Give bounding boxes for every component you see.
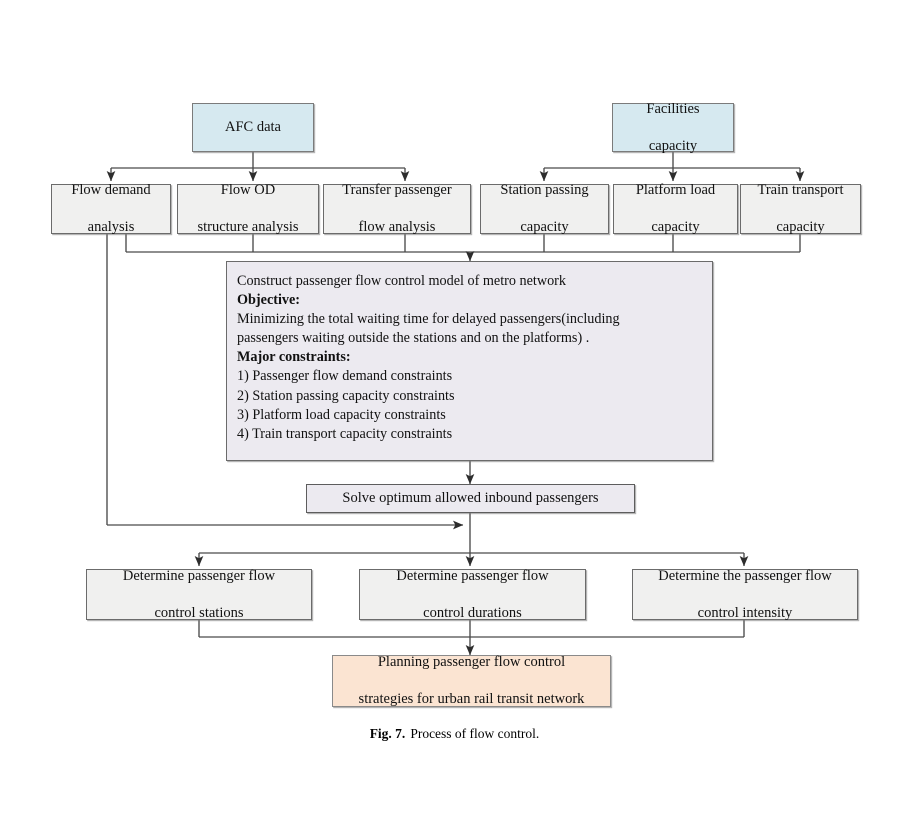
node-platform-load-capacity-line2: capacity	[651, 219, 700, 236]
node-transfer-passenger-flow-analysis[interactable]: Transfer passenger flow analysis	[323, 182, 471, 236]
node-train-transport-capacity-line1: Train transport	[757, 182, 844, 199]
node-station-passing-capacity-line1: Station passing	[500, 182, 589, 199]
node-station-passing-capacity-line2: capacity	[520, 219, 569, 236]
node-transfer-passenger-flow-analysis-line2: flow analysis	[358, 219, 436, 236]
node-flow-od-structure-analysis[interactable]: Flow OD structure analysis	[177, 182, 319, 236]
node-facilities-capacity-label: Facilities capacity	[636, 100, 709, 156]
node-determine-control-stations[interactable]: Determine passenger flow control station…	[86, 567, 312, 621]
model-constraints-label: Major constraints:	[237, 349, 351, 366]
figure-caption: Fig. 7. Process of flow control.	[0, 726, 909, 742]
node-afc-data-label: AFC data	[225, 119, 281, 136]
node-planning-strategies[interactable]: Planning passenger flow control strategi…	[332, 654, 611, 708]
figure-number: Fig. 7.	[369, 726, 406, 741]
node-flow-od-structure-analysis-line1: Flow OD	[220, 182, 276, 199]
node-train-transport-capacity[interactable]: Train transport capacity	[740, 182, 861, 236]
node-afc-data[interactable]: AFC data	[192, 103, 314, 152]
node-determine-control-durations[interactable]: Determine passenger flow control duratio…	[359, 567, 586, 621]
node-solve-optimum[interactable]: Solve optimum allowed inbound passengers	[306, 484, 635, 513]
node-train-transport-capacity-line2: capacity	[776, 219, 825, 236]
node-planning-strategies-line1: Planning passenger flow control	[377, 654, 566, 671]
model-header: Construct passenger flow control model o…	[237, 273, 566, 289]
node-determine-control-stations-line1: Determine passenger flow	[122, 567, 276, 584]
node-model-construct[interactable]: Construct passenger flow control model o…	[226, 261, 713, 461]
node-transfer-passenger-flow-analysis-line1: Transfer passenger	[342, 182, 452, 199]
node-determine-control-durations-line2: control durations	[423, 604, 522, 621]
node-platform-load-capacity-line1: Platform load	[635, 182, 716, 199]
model-constraint-1: 1) Passenger flow demand constraints	[237, 368, 453, 385]
node-determine-control-durations-line1: Determine passenger flow	[396, 567, 549, 584]
node-platform-load-capacity[interactable]: Platform load capacity	[613, 182, 738, 236]
model-objective-line1: Minimizing the total waiting time for de…	[237, 311, 620, 328]
node-determine-control-stations-line2: control stations	[154, 604, 244, 621]
model-objective-label: Objective:	[237, 292, 301, 309]
figure-caption-text: Process of flow control.	[410, 726, 540, 741]
model-constraint-2: 2) Station passing capacity constraints	[237, 387, 455, 404]
node-facilities-capacity-line1: Facilities	[646, 100, 700, 117]
node-flow-od-structure-analysis-line2: structure analysis	[197, 219, 299, 236]
node-planning-strategies-line2: strategies for urban rail transit networ…	[358, 691, 585, 708]
node-facilities-capacity-line2: capacity	[648, 137, 698, 154]
node-facilities-capacity[interactable]: Facilities capacity	[612, 101, 734, 154]
node-flow-demand-analysis[interactable]: Flow demand analysis	[51, 182, 171, 236]
node-determine-control-intensity-line2: control intensity	[697, 604, 793, 621]
node-determine-control-intensity[interactable]: Determine the passenger flow control int…	[632, 567, 858, 621]
model-constraint-4: 4) Train transport capacity constraints	[237, 425, 453, 442]
node-flow-demand-analysis-line1: Flow demand	[71, 182, 151, 199]
node-determine-control-intensity-line1: Determine the passenger flow	[658, 567, 832, 584]
node-flow-demand-analysis-line2: analysis	[87, 219, 135, 236]
node-solve-optimum-label: Solve optimum allowed inbound passengers	[342, 490, 599, 507]
node-station-passing-capacity[interactable]: Station passing capacity	[480, 182, 609, 236]
model-objective-line2: passengers waiting outside the stations …	[237, 330, 590, 347]
model-constraint-3: 3) Platform load capacity constraints	[237, 406, 446, 423]
